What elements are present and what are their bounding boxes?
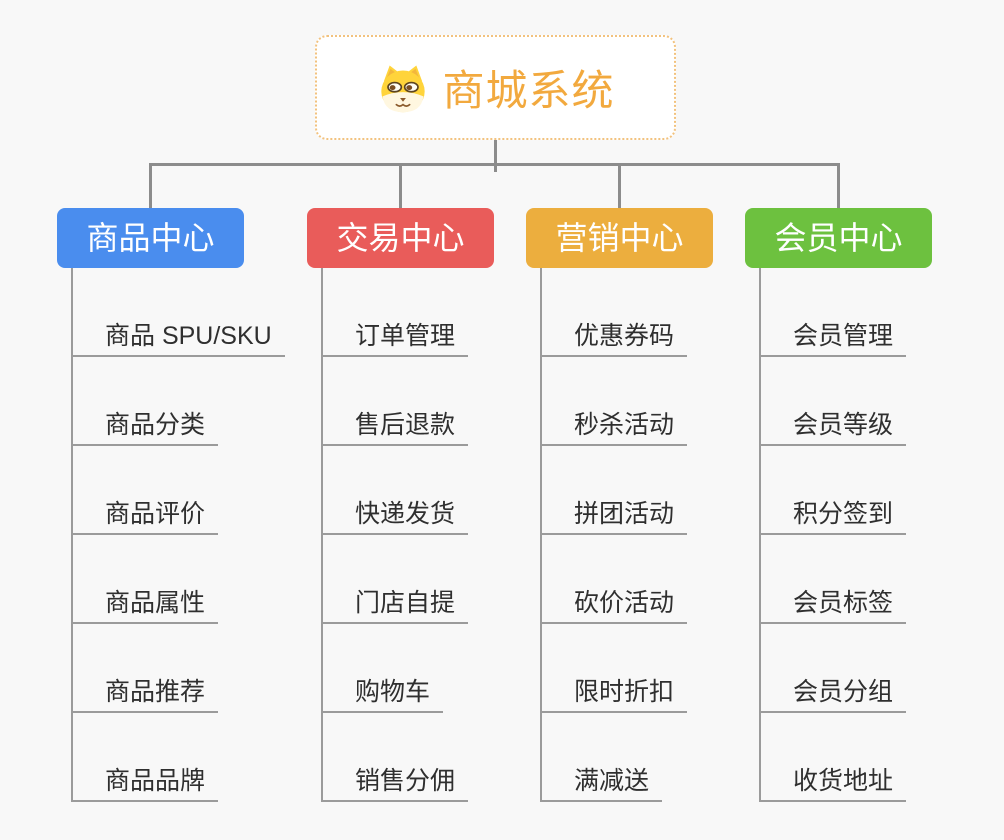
branch-spine-line [759,268,761,802]
leaf-node[interactable]: 会员标签 [759,586,907,624]
leaf-node[interactable]: 拼团活动 [540,497,688,535]
branch-node-members[interactable]: 会员中心 [745,208,932,268]
branch-node-products[interactable]: 商品中心 [57,208,244,268]
branch-node-trade[interactable]: 交易中心 [307,208,494,268]
leaf-node[interactable]: 商品属性 [71,586,219,624]
leaf-node[interactable]: 门店自提 [321,586,469,624]
leaf-node[interactable]: 销售分佣 [321,764,469,802]
leaf-node[interactable]: 购物车 [321,675,444,713]
leaf-node[interactable]: 积分签到 [759,497,907,535]
branch-column-members: 会员中心 会员管理会员等级积分签到会员标签会员分组收货地址 [745,208,1004,828]
leaf-node[interactable]: 会员管理 [759,319,907,357]
connector-horizontal [149,163,840,166]
connector-root-stub [494,140,497,172]
leaf-node[interactable]: 满减送 [540,764,663,802]
leaf-node[interactable]: 收货地址 [759,764,907,802]
branch-column-trade: 交易中心 订单管理售后退款快递发货门店自提购物车销售分佣 [307,208,567,828]
root-node-title: 商城系统 [442,67,615,114]
branch-column-marketing: 营销中心 优惠券码秒杀活动拼团活动砍价活动限时折扣满减送 [526,208,786,828]
dog-face-icon [381,65,426,112]
leaf-node[interactable]: 优惠券码 [540,319,688,357]
connector-drop-1 [149,163,152,209]
leaf-node[interactable]: 会员等级 [759,408,907,446]
connector-drop-2 [399,163,402,209]
branch-column-products: 商品中心 商品 SPU/SKU 商品分类商品评价商品属性商品推荐商品品牌 [57,208,317,828]
branch-spine-line [321,268,323,802]
branch-node-marketing[interactable]: 营销中心 [526,208,713,268]
leaf-node[interactable]: 商品分类 [71,408,219,446]
leaf-node[interactable]: 商品评价 [71,497,219,535]
connector-drop-4 [837,163,840,209]
leaf-node[interactable]: 商品品牌 [71,764,219,802]
leaf-node[interactable]: 商品推荐 [71,675,219,713]
leaf-node[interactable]: 售后退款 [321,408,469,446]
leaf-node[interactable]: 砍价活动 [540,586,688,624]
branch-spine-line [71,268,73,802]
root-node-mall-system[interactable]: 商城系统 [315,35,676,140]
leaf-node[interactable]: 订单管理 [321,319,469,357]
leaf-node[interactable]: 快递发货 [321,497,469,535]
connector-drop-3 [618,163,621,209]
leaf-node[interactable]: 会员分组 [759,675,907,713]
leaf-node[interactable]: 秒杀活动 [540,408,688,446]
leaf-node[interactable]: 限时折扣 [540,675,688,713]
leaf-node[interactable]: 商品 SPU/SKU [71,319,285,357]
branch-spine-line [540,268,542,802]
